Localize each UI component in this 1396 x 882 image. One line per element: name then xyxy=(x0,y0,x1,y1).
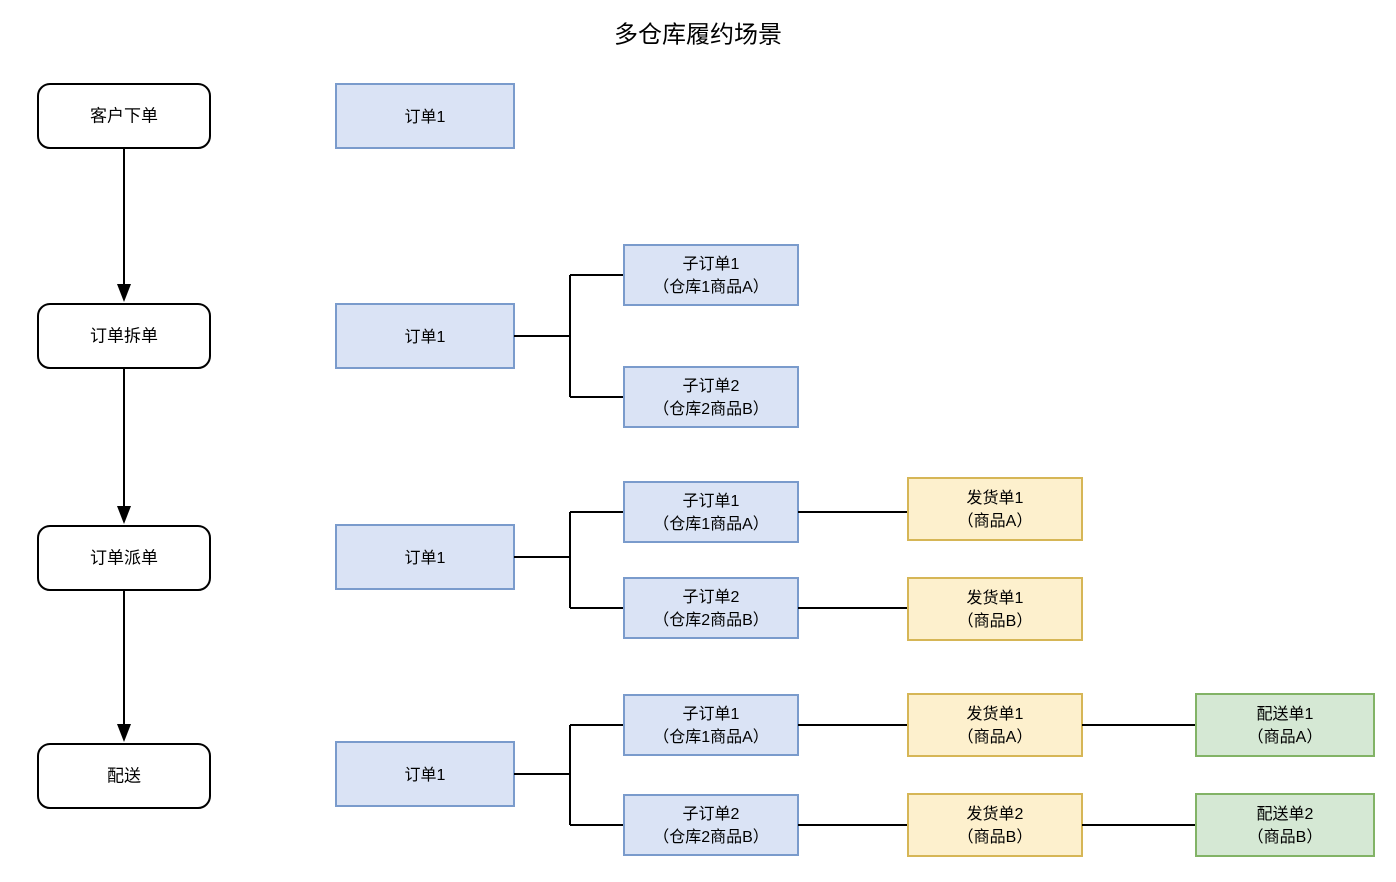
suborder-label2-row1-0: （仓库1商品A） xyxy=(653,278,769,296)
stage-box-1[interactable]: 订单拆单 xyxy=(37,303,211,369)
split-connector-row1 xyxy=(514,274,624,398)
suborder-box-row3-1[interactable] xyxy=(623,794,799,856)
stage-column: 客户下单 订单拆单 订单派单 xyxy=(37,83,211,809)
suborder-label2-row2-1: （仓库2商品B） xyxy=(653,611,769,629)
delivery-node-row3-1[interactable]: 配送单2 （商品B） xyxy=(1195,793,1375,857)
stage-box-3[interactable]: 配送 xyxy=(37,743,211,809)
shipment-label1-row3-0: 发货单1 xyxy=(967,705,1024,723)
suborder-box-row2-1[interactable] xyxy=(623,577,799,639)
shipment-node-row2-1[interactable]: 发货单1 （商品B） xyxy=(907,577,1083,641)
delivery-label1-row3-0: 配送单1 xyxy=(1257,705,1314,723)
row-1: 订单1 子订单1 （仓库1商品A） 子订单2 （仓库2商品B） xyxy=(335,244,799,428)
row-3: 订单1 子订单1 （仓库1商品A） 子订单2 （仓库2商品B） 发货单1 （商品… xyxy=(335,693,1375,857)
suborder-node-row3-1[interactable]: 子订单2 （仓库2商品B） xyxy=(623,794,799,856)
split-connector-row3 xyxy=(514,724,624,826)
suborder-node-row2-1[interactable]: 子订单2 （仓库2商品B） xyxy=(623,577,799,639)
arrow-head-2-3 xyxy=(117,724,131,742)
shipment-label2-row2-0: （商品A） xyxy=(958,512,1033,530)
delivery-node-row3-0[interactable]: 配送单1 （商品A） xyxy=(1195,693,1375,757)
shipment-node-row2-0[interactable]: 发货单1 （商品A） xyxy=(907,477,1083,541)
order-node-row3[interactable]: 订单1 xyxy=(335,741,515,807)
order-label-row0: 订单1 xyxy=(405,108,446,126)
shipment-label1-row3-1: 发货单2 xyxy=(967,805,1024,823)
suborder-node-row2-0[interactable]: 子订单1 （仓库1商品A） xyxy=(623,481,799,543)
suborder-node-row1-1[interactable]: 子订单2 （仓库2商品B） xyxy=(623,366,799,428)
shipment-node-row3-0[interactable]: 发货单1 （商品A） xyxy=(907,693,1083,757)
split-connector-row2 xyxy=(514,511,624,609)
shipment-label2-row3-0: （商品A） xyxy=(958,728,1033,746)
delivery-box-row3-0[interactable] xyxy=(1195,693,1375,757)
delivery-label2-row3-1: （商品B） xyxy=(1248,828,1323,846)
row-2: 订单1 子订单1 （仓库1商品A） 子订单2 （仓库2商品B） 发货单1 （商品… xyxy=(335,477,1083,641)
shipment-box-row2-1[interactable] xyxy=(907,577,1083,641)
suborder-box-row3-0[interactable] xyxy=(623,694,799,756)
suborder-box-row1-1[interactable] xyxy=(623,366,799,428)
stage-label-2: 订单派单 xyxy=(90,548,158,567)
shipment-box-row3-1[interactable] xyxy=(907,793,1083,857)
order-label-row2: 订单1 xyxy=(405,549,446,567)
stage-label-0: 客户下单 xyxy=(90,106,158,125)
row-0: 订单1 xyxy=(335,83,515,149)
order-node-row0[interactable]: 订单1 xyxy=(335,83,515,149)
flow-arrow-0-1 xyxy=(117,148,131,302)
shipment-box-row2-0[interactable] xyxy=(907,477,1083,541)
order-node-row2[interactable]: 订单1 xyxy=(335,524,515,590)
shipment-label1-row2-1: 发货单1 xyxy=(967,589,1024,607)
arrow-head-1-2 xyxy=(117,506,131,524)
stage-box-2[interactable]: 订单派单 xyxy=(37,525,211,591)
suborder-box-row1-0[interactable] xyxy=(623,244,799,306)
shipment-box-row3-0[interactable] xyxy=(907,693,1083,757)
suborder-label2-row3-1: （仓库2商品B） xyxy=(653,828,769,846)
page-title: 多仓库履约场景 xyxy=(614,21,782,48)
suborder-label1-row2-0: 子订单1 xyxy=(683,492,740,510)
shipment-label2-row2-1: （商品B） xyxy=(958,612,1033,630)
order-label-row3: 订单1 xyxy=(405,766,446,784)
order-label-row1: 订单1 xyxy=(405,328,446,346)
shipment-node-row3-1[interactable]: 发货单2 （商品B） xyxy=(907,793,1083,857)
stage-label-1: 订单拆单 xyxy=(90,326,158,345)
delivery-label1-row3-1: 配送单2 xyxy=(1257,805,1314,823)
suborder-label1-row2-1: 子订单2 xyxy=(683,588,740,606)
delivery-box-row3-1[interactable] xyxy=(1195,793,1375,857)
order-box-row0[interactable] xyxy=(335,83,515,149)
suborder-label2-row1-1: （仓库2商品B） xyxy=(653,400,769,418)
flow-arrow-2-3 xyxy=(117,590,131,742)
flow-arrow-1-2 xyxy=(117,368,131,524)
suborder-label2-row2-0: （仓库1商品A） xyxy=(653,515,769,533)
stage-label-3: 配送 xyxy=(107,766,141,785)
arrow-head-0-1 xyxy=(117,284,131,302)
order-box-row2[interactable] xyxy=(335,524,515,590)
delivery-label2-row3-0: （商品A） xyxy=(1248,728,1323,746)
suborder-box-row2-0[interactable] xyxy=(623,481,799,543)
stage-box-0[interactable]: 客户下单 xyxy=(37,83,211,149)
suborder-label1-row1-0: 子订单1 xyxy=(683,255,740,273)
suborder-label1-row1-1: 子订单2 xyxy=(683,377,740,395)
order-node-row1[interactable]: 订单1 xyxy=(335,303,515,369)
suborder-node-row3-0[interactable]: 子订单1 （仓库1商品A） xyxy=(623,694,799,756)
suborder-node-row1-0[interactable]: 子订单1 （仓库1商品A） xyxy=(623,244,799,306)
suborder-label1-row3-0: 子订单1 xyxy=(683,705,740,723)
suborder-label1-row3-1: 子订单2 xyxy=(683,805,740,823)
stage-shape-3[interactable] xyxy=(37,743,211,809)
shipment-label2-row3-1: （商品B） xyxy=(958,828,1033,846)
suborder-label2-row3-0: （仓库1商品A） xyxy=(653,728,769,746)
shipment-label1-row2-0: 发货单1 xyxy=(967,489,1024,507)
